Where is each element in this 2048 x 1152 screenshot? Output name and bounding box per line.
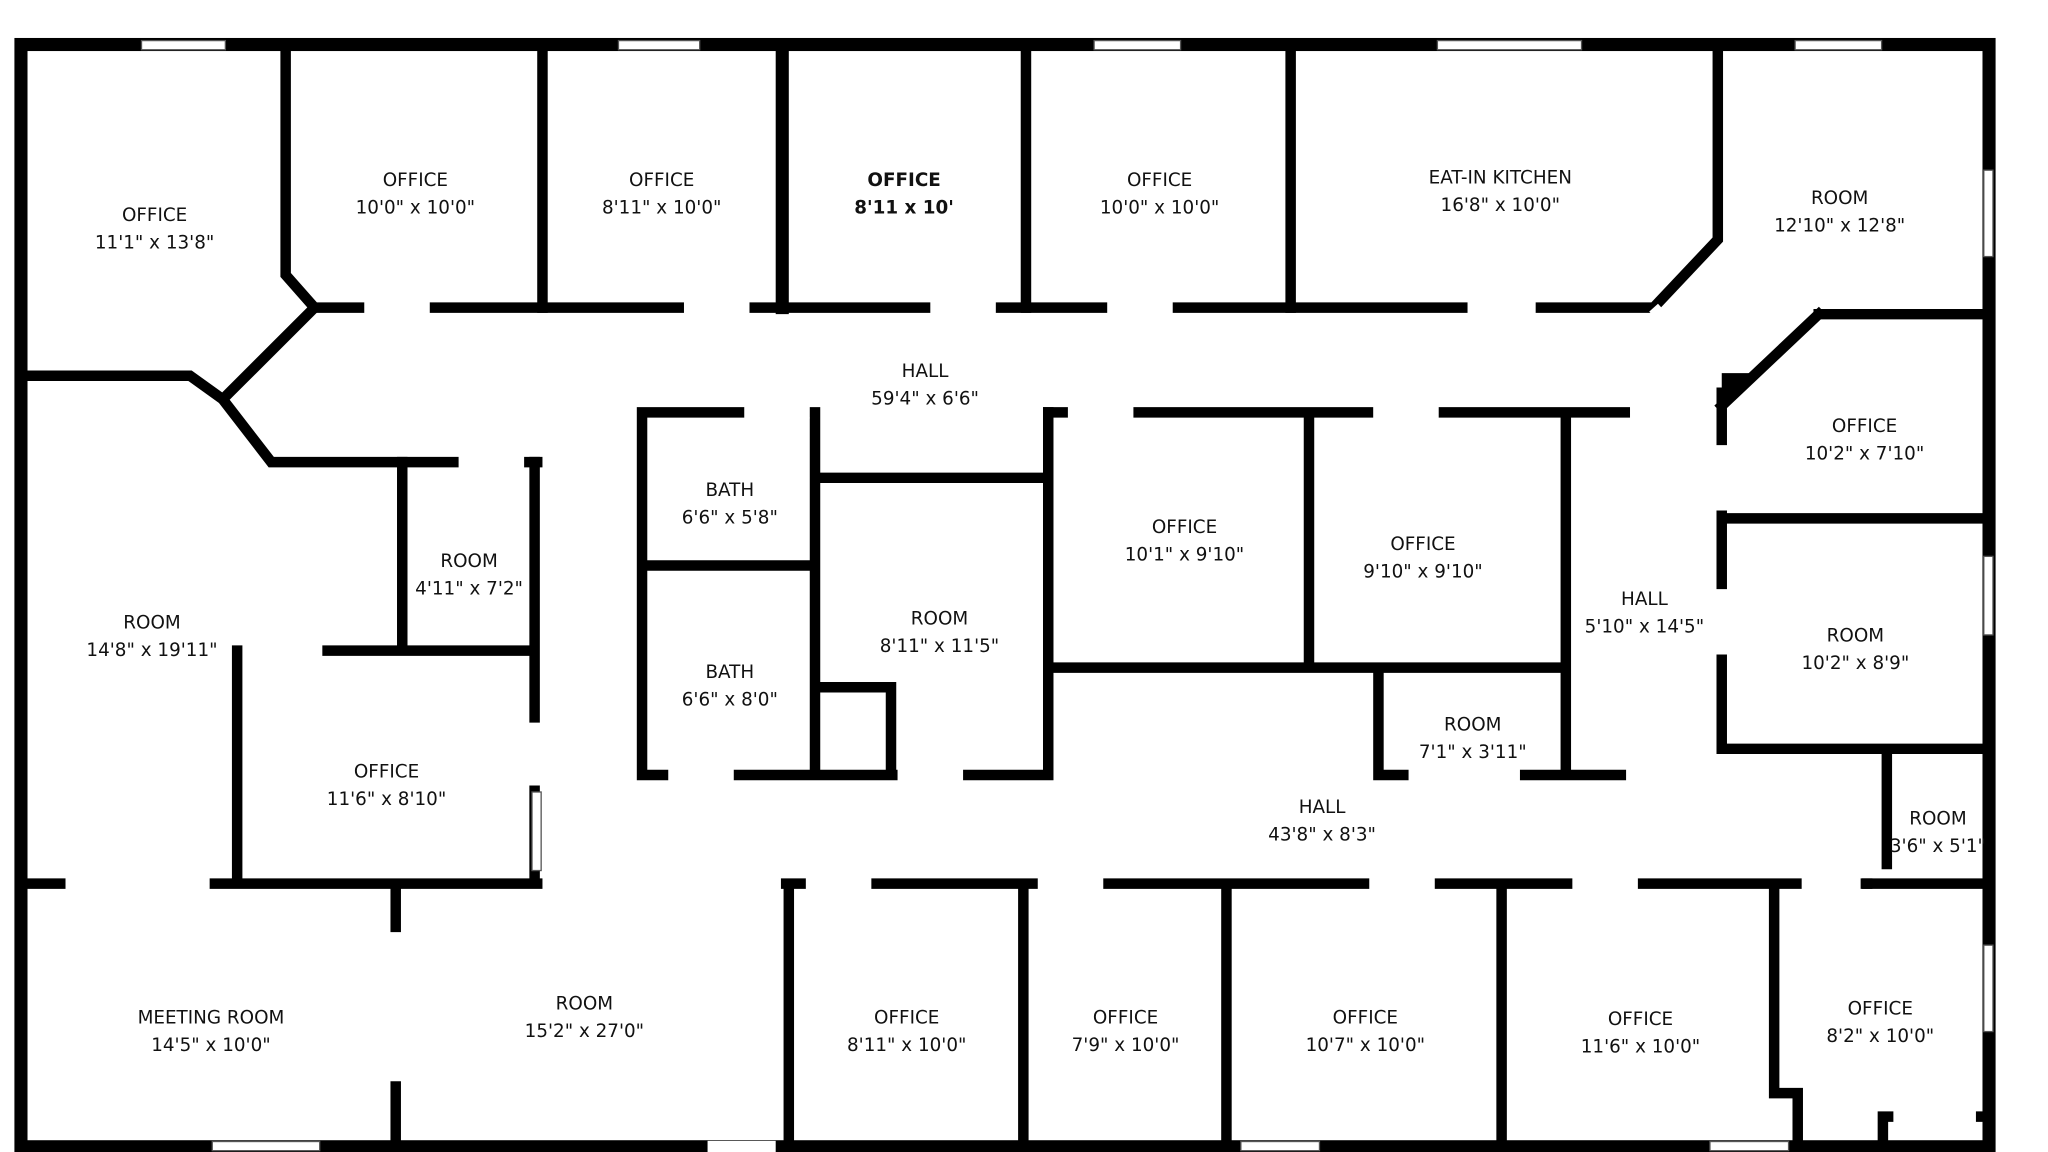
room-office-7: OFFICE 10'1" x 9'10"	[1125, 517, 1244, 565]
room-size: 5'10" x 14'5"	[1585, 616, 1704, 637]
room-hall-3: HALL 43'8" x 8'3"	[1268, 797, 1376, 845]
room-name: OFFICE	[1093, 1008, 1158, 1029]
room-hall-2: HALL 5'10" x 14'5"	[1585, 589, 1704, 637]
room-office-13: OFFICE 11'6" x 10'0"	[1581, 1009, 1700, 1057]
room-name: ROOM	[1909, 809, 1966, 830]
room-meeting: MEETING ROOM 14'5" x 10'0"	[138, 1008, 285, 1056]
room-name: ROOM	[440, 551, 497, 572]
room-size: 59'4" x 6'6"	[871, 389, 979, 410]
room-office-14: OFFICE 8'2" x 10'0"	[1826, 999, 1934, 1047]
room-name: EAT-IN KITCHEN	[1429, 167, 1572, 188]
room-size: 14'5" x 10'0"	[151, 1035, 270, 1056]
room-size: 10'1" x 9'10"	[1125, 544, 1244, 565]
room-size: 11'1" x 13'8"	[95, 233, 214, 254]
room-size: 10'2" x 7'10"	[1805, 443, 1924, 464]
room-room-4: ROOM 8'11" x 11'5"	[880, 608, 999, 656]
room-size: 10'0" x 10'0"	[356, 197, 475, 218]
room-name: OFFICE	[1152, 517, 1217, 538]
room-size: 6'6" x 5'8"	[682, 508, 778, 529]
room-name: ROOM	[911, 608, 968, 629]
doors-windows	[65, 39, 1994, 1152]
room-office-11: OFFICE 7'9" x 10'0"	[1072, 1008, 1180, 1056]
room-hall-1: HALL 59'4" x 6'6"	[871, 361, 979, 409]
room-name: OFFICE	[1832, 416, 1897, 437]
room-office-2: OFFICE 10'0" x 10'0"	[356, 170, 475, 218]
room-office-12: OFFICE 10'7" x 10'0"	[1306, 1008, 1425, 1056]
room-kitchen: EAT-IN KITCHEN 16'8" x 10'0"	[1429, 167, 1572, 215]
room-size: 7'9" x 10'0"	[1072, 1035, 1180, 1056]
room-name: OFFICE	[354, 762, 419, 783]
room-size: 16'8" x 10'0"	[1441, 195, 1560, 216]
room-name: MEETING ROOM	[138, 1008, 285, 1029]
room-room-7: ROOM 3'6" x 5'1"	[1890, 809, 1986, 857]
room-size: 11'6" x 10'0"	[1581, 1037, 1700, 1058]
room-name: BATH	[705, 480, 754, 501]
room-name: ROOM	[1444, 714, 1501, 735]
room-room-5: ROOM 10'2" x 8'9"	[1801, 625, 1909, 673]
room-office-3: OFFICE 8'11" x 10'0"	[602, 170, 721, 218]
room-size: 43'8" x 8'3"	[1268, 824, 1376, 845]
room-name: OFFICE	[383, 170, 448, 191]
room-room-8: ROOM 15'2" x 27'0"	[525, 993, 644, 1041]
room-size: 10'7" x 10'0"	[1306, 1035, 1425, 1056]
room-office-8: OFFICE 9'10" x 9'10"	[1363, 534, 1482, 582]
room-size: 8'11 x 10'	[854, 197, 954, 218]
room-name: OFFICE	[1127, 170, 1192, 191]
room-name: OFFICE	[122, 205, 187, 226]
room-size: 10'2" x 8'9"	[1801, 653, 1909, 674]
room-size: 12'10" x 12'8"	[1774, 216, 1905, 237]
room-office-1: OFFICE 11'1" x 13'8"	[95, 205, 214, 253]
room-bath-1: BATH 6'6" x 5'8"	[682, 480, 778, 528]
room-size: 3'6" x 5'1"	[1890, 836, 1986, 857]
room-size: 7'1" x 3'11"	[1419, 742, 1527, 763]
room-name: HALL	[1621, 589, 1669, 610]
room-room-2: ROOM 4'11" x 7'2"	[415, 551, 523, 599]
room-name: HALL	[902, 361, 950, 382]
room-name: OFFICE	[1608, 1009, 1673, 1030]
room-room-3: ROOM 14'8" x 19'11"	[86, 612, 217, 660]
room-office-10: OFFICE 8'11" x 10'0"	[847, 1008, 966, 1056]
room-room-6: ROOM 7'1" x 3'11"	[1419, 714, 1527, 762]
room-size: 15'2" x 27'0"	[525, 1021, 644, 1042]
room-size: 6'6" x 8'0"	[682, 690, 778, 711]
room-name: ROOM	[556, 993, 613, 1014]
room-name: ROOM	[1827, 625, 1884, 646]
room-room-1: ROOM 12'10" x 12'8"	[1774, 188, 1905, 236]
room-name: OFFICE	[1333, 1008, 1398, 1029]
room-size: 4'11" x 7'2"	[415, 578, 523, 599]
room-name: OFFICE	[629, 170, 694, 191]
room-size: 8'11" x 11'5"	[880, 636, 999, 657]
room-name: ROOM	[123, 612, 180, 633]
room-office-4: OFFICE 8'11 x 10'	[854, 170, 954, 218]
room-size: 8'2" x 10'0"	[1826, 1026, 1934, 1047]
walls	[14, 37, 1996, 1152]
room-name: OFFICE	[867, 170, 940, 191]
room-name: OFFICE	[1848, 999, 1913, 1020]
room-size: 10'0" x 10'0"	[1100, 197, 1219, 218]
room-office-5: OFFICE 10'0" x 10'0"	[1100, 170, 1219, 218]
room-name: ROOM	[1811, 188, 1868, 209]
room-size: 14'8" x 19'11"	[86, 640, 217, 661]
room-name: BATH	[705, 662, 754, 683]
room-size: 8'11" x 10'0"	[602, 197, 721, 218]
room-bath-2: BATH 6'6" x 8'0"	[682, 662, 778, 710]
room-size: 11'6" x 8'10"	[327, 789, 446, 810]
room-name: OFFICE	[1390, 534, 1455, 555]
room-office-6: OFFICE 10'2" x 7'10"	[1805, 416, 1924, 464]
room-name: OFFICE	[874, 1008, 939, 1029]
room-name: HALL	[1299, 797, 1347, 818]
room-size: 9'10" x 9'10"	[1363, 561, 1482, 582]
room-size: 8'11" x 10'0"	[847, 1035, 966, 1056]
room-office-9: OFFICE 11'6" x 8'10"	[327, 762, 446, 810]
